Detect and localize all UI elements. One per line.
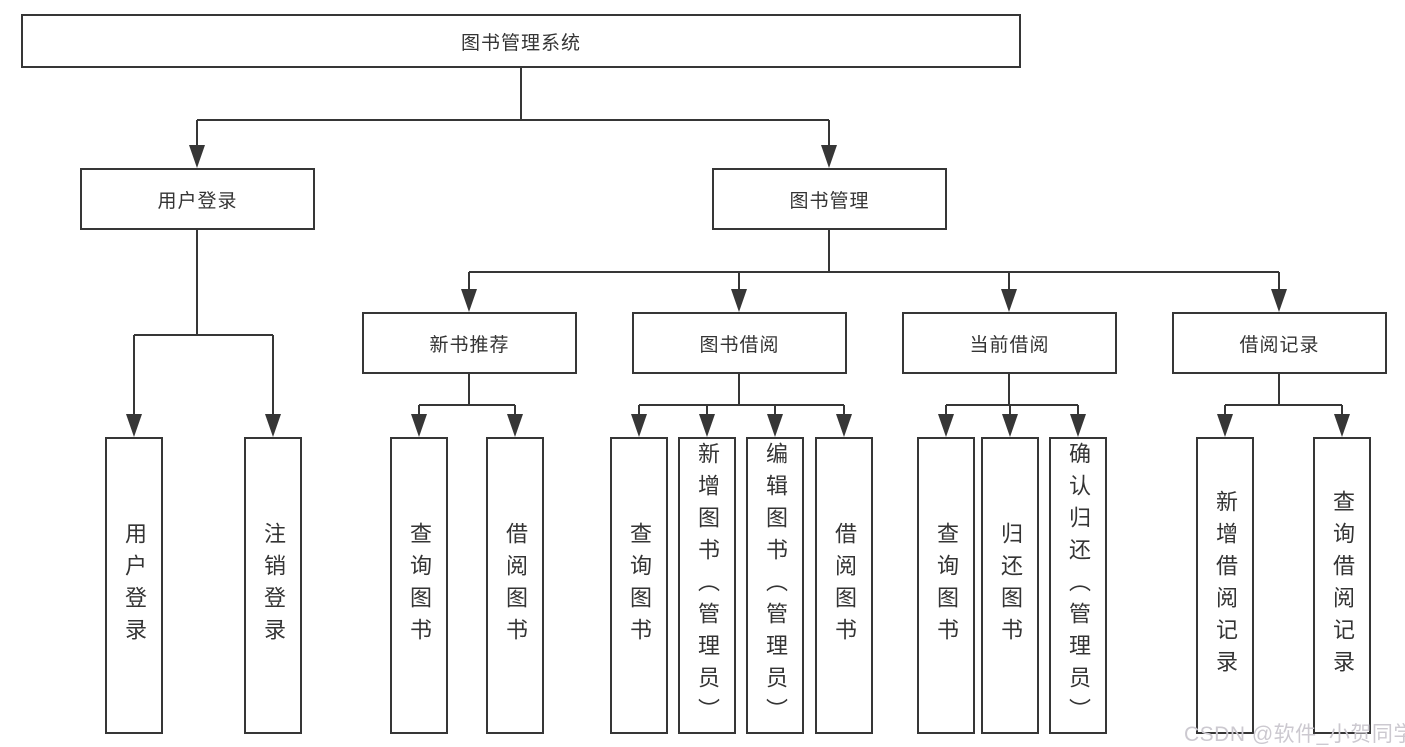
node-user-login-label: 用户登录 [157, 190, 238, 212]
leaf-add-book-admin: 新增图书（管理员） [678, 437, 736, 734]
leaf-query-books-1: 查询图书 [390, 437, 448, 734]
leaf-confirm-return-admin: 确认归还（管理员） [1049, 437, 1107, 734]
csdn-watermark: CSDN @软件_小贺同学 [1184, 723, 1405, 746]
node-book-management-label: 图书管理 [789, 190, 870, 212]
leaf-logout: 注销登录 [244, 437, 302, 734]
leaf-add-borrow-record: 新增借阅记录 [1196, 437, 1254, 734]
node-borrow-records: 借阅记录 [1172, 312, 1387, 374]
node-new-book-recommend-label: 新书推荐 [429, 334, 510, 356]
node-root-label: 图书管理系统 [460, 32, 581, 54]
node-root: 图书管理系统 [21, 14, 1021, 68]
leaf-query-books-3: 查询图书 [917, 437, 975, 734]
leaf-edit-book-admin: 编辑图书（管理员） [746, 437, 804, 734]
node-book-borrow: 图书借阅 [632, 312, 847, 374]
leaf-query-books-2: 查询图书 [610, 437, 668, 734]
node-borrow-records-label: 借阅记录 [1239, 334, 1320, 356]
leaf-borrow-books-1: 借阅图书 [486, 437, 544, 734]
node-current-borrow: 当前借阅 [902, 312, 1117, 374]
node-user-login: 用户登录 [80, 168, 315, 230]
node-new-book-recommend: 新书推荐 [362, 312, 577, 374]
leaf-query-borrow-record: 查询借阅记录 [1313, 437, 1371, 734]
leaf-return-book: 归还图书 [981, 437, 1039, 734]
node-book-management: 图书管理 [712, 168, 947, 230]
node-book-borrow-label: 图书借阅 [699, 334, 780, 356]
node-current-borrow-label: 当前借阅 [969, 334, 1050, 356]
leaf-borrow-books-2: 借阅图书 [815, 437, 873, 734]
leaf-user-login: 用户登录 [105, 437, 163, 734]
